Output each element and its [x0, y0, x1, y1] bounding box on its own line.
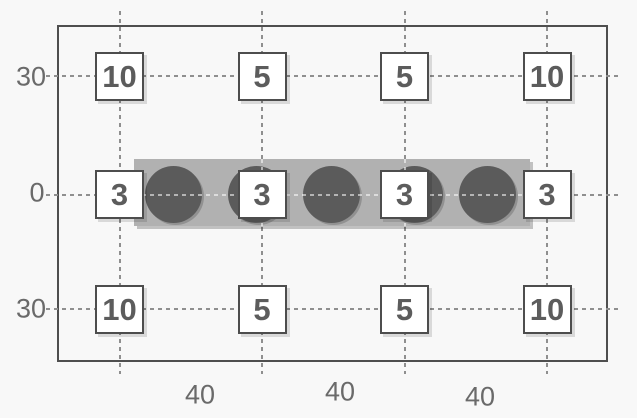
node-value: 10 [529, 292, 565, 327]
node-value: 10 [102, 59, 137, 94]
node-value: 10 [102, 292, 137, 327]
gridline-horizontal [46, 308, 622, 310]
node-value: 3 [253, 177, 271, 212]
grid-node: 10 [522, 285, 572, 334]
gridline-horizontal [46, 75, 622, 77]
node-value: 3 [538, 177, 556, 212]
node-value: 5 [395, 292, 414, 327]
grid-node: 10 [522, 52, 572, 101]
grid-node: 5 [237, 285, 287, 334]
grid-node: 3 [95, 170, 144, 219]
node-value: 3 [110, 177, 129, 212]
left-axis-label: 0 [29, 177, 45, 208]
node-value: 3 [395, 177, 414, 212]
grid-node: 5 [237, 52, 287, 101]
left-axis-label: 30 [15, 61, 47, 92]
grid-node: 5 [380, 52, 429, 101]
node-value: 10 [529, 59, 565, 94]
bottom-axis-label: 40 [324, 376, 356, 407]
node-value: 5 [395, 59, 414, 94]
plot-frame [57, 25, 608, 362]
grid-node: 3 [237, 170, 287, 219]
grid-node: 10 [95, 52, 144, 101]
bottom-axis-label: 40 [464, 381, 496, 412]
grid-node: 3 [380, 170, 429, 219]
node-value: 5 [253, 292, 271, 327]
grid-node: 3 [522, 170, 572, 219]
node-value: 5 [253, 59, 271, 94]
left-axis-label: 30 [15, 293, 47, 324]
grid-node: 5 [380, 285, 429, 334]
band-centerline-horizontal [134, 194, 530, 196]
grid-node: 10 [95, 285, 144, 334]
bottom-axis-label: 40 [184, 379, 216, 410]
